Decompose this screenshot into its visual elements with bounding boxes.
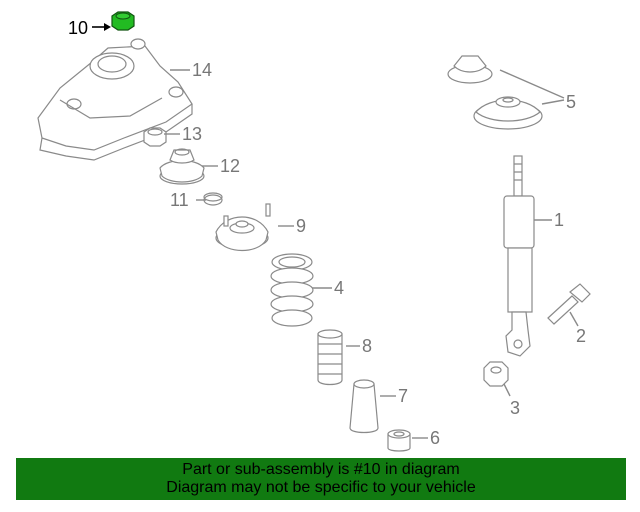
part-nut-13: [143, 127, 167, 147]
banner-line-1: Part or sub-assembly is #10 in diagram: [182, 461, 460, 478]
leader-lines: [92, 23, 579, 439]
callout-13: 13: [182, 124, 202, 144]
callout-14: 14: [192, 60, 212, 80]
callout-12: 12: [220, 156, 240, 176]
notice-banner: Part or sub-assembly is #10 in diagram D…: [16, 458, 626, 500]
callout-1: 1: [554, 210, 564, 230]
part-dust-boot: [349, 379, 379, 434]
callout-6: 6: [430, 428, 440, 448]
banner-line-2: Diagram may not be specific to your vehi…: [166, 479, 476, 496]
part-bolt: [547, 283, 591, 325]
callout-5: 5: [566, 92, 576, 112]
callout-11: 11: [170, 190, 189, 210]
part-nut-3: [483, 361, 509, 387]
diagram-canvas: 10 14 13 12 11 9 4 8 7 6 5 1 2 3: [37, 11, 591, 452]
callout-8: 8: [362, 336, 372, 356]
part-bump-stop: [317, 329, 343, 386]
part-spring-seat: [447, 55, 543, 130]
part-washer: [203, 192, 223, 206]
part-strut-mount: [159, 148, 205, 185]
callout-10: 10: [68, 18, 88, 38]
part-mount-bracket: [37, 38, 193, 161]
part-nut-highlighted: [111, 11, 135, 31]
callout-9: 9: [296, 216, 306, 236]
callout-3: 3: [510, 398, 520, 418]
part-upper-spring-seat: [215, 203, 271, 251]
part-shock-absorber: [503, 155, 535, 357]
callout-7: 7: [398, 386, 408, 406]
callout-4: 4: [334, 278, 344, 298]
part-coil-spring: [270, 253, 314, 327]
callout-2: 2: [576, 326, 586, 346]
part-bushing: [387, 429, 411, 452]
